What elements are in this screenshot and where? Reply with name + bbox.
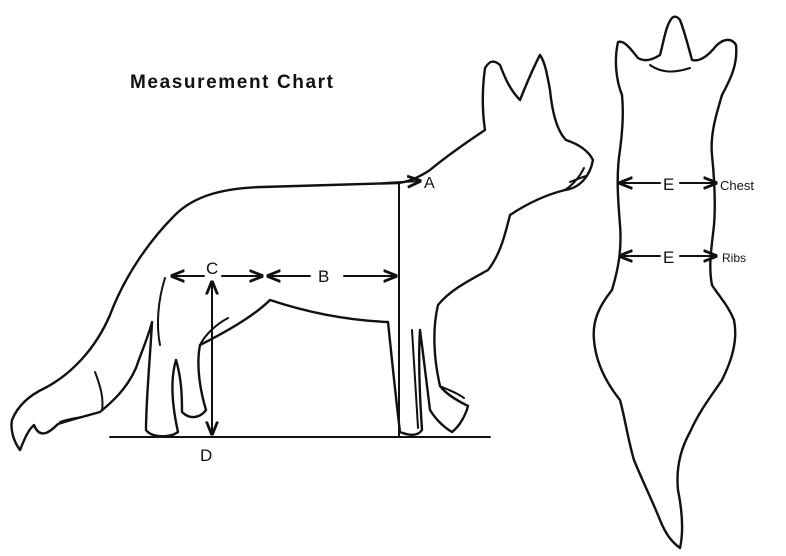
label-ribs-e: E	[663, 248, 674, 267]
label-chest-e: E	[663, 175, 674, 194]
dog-top-outline	[592, 15, 738, 550]
dog-side-outline	[10, 53, 595, 452]
label-c: C	[206, 259, 218, 278]
top-measurements	[620, 183, 716, 256]
tail-detail	[59, 371, 104, 423]
label-chest: Chest	[720, 178, 754, 193]
head-detail	[649, 64, 691, 73]
label-a: A	[424, 175, 435, 192]
label-b: B	[318, 267, 329, 286]
label-ribs: Ribs	[722, 251, 746, 265]
label-d: D	[200, 446, 212, 465]
mouth-line	[564, 167, 587, 191]
chart-title: Measurement Chart	[130, 72, 335, 93]
foreleg-detail	[411, 329, 465, 429]
top-view-dog	[592, 15, 738, 550]
side-view-dog	[10, 53, 595, 452]
arrow-a	[383, 181, 420, 183]
side-measurements	[172, 181, 420, 438]
